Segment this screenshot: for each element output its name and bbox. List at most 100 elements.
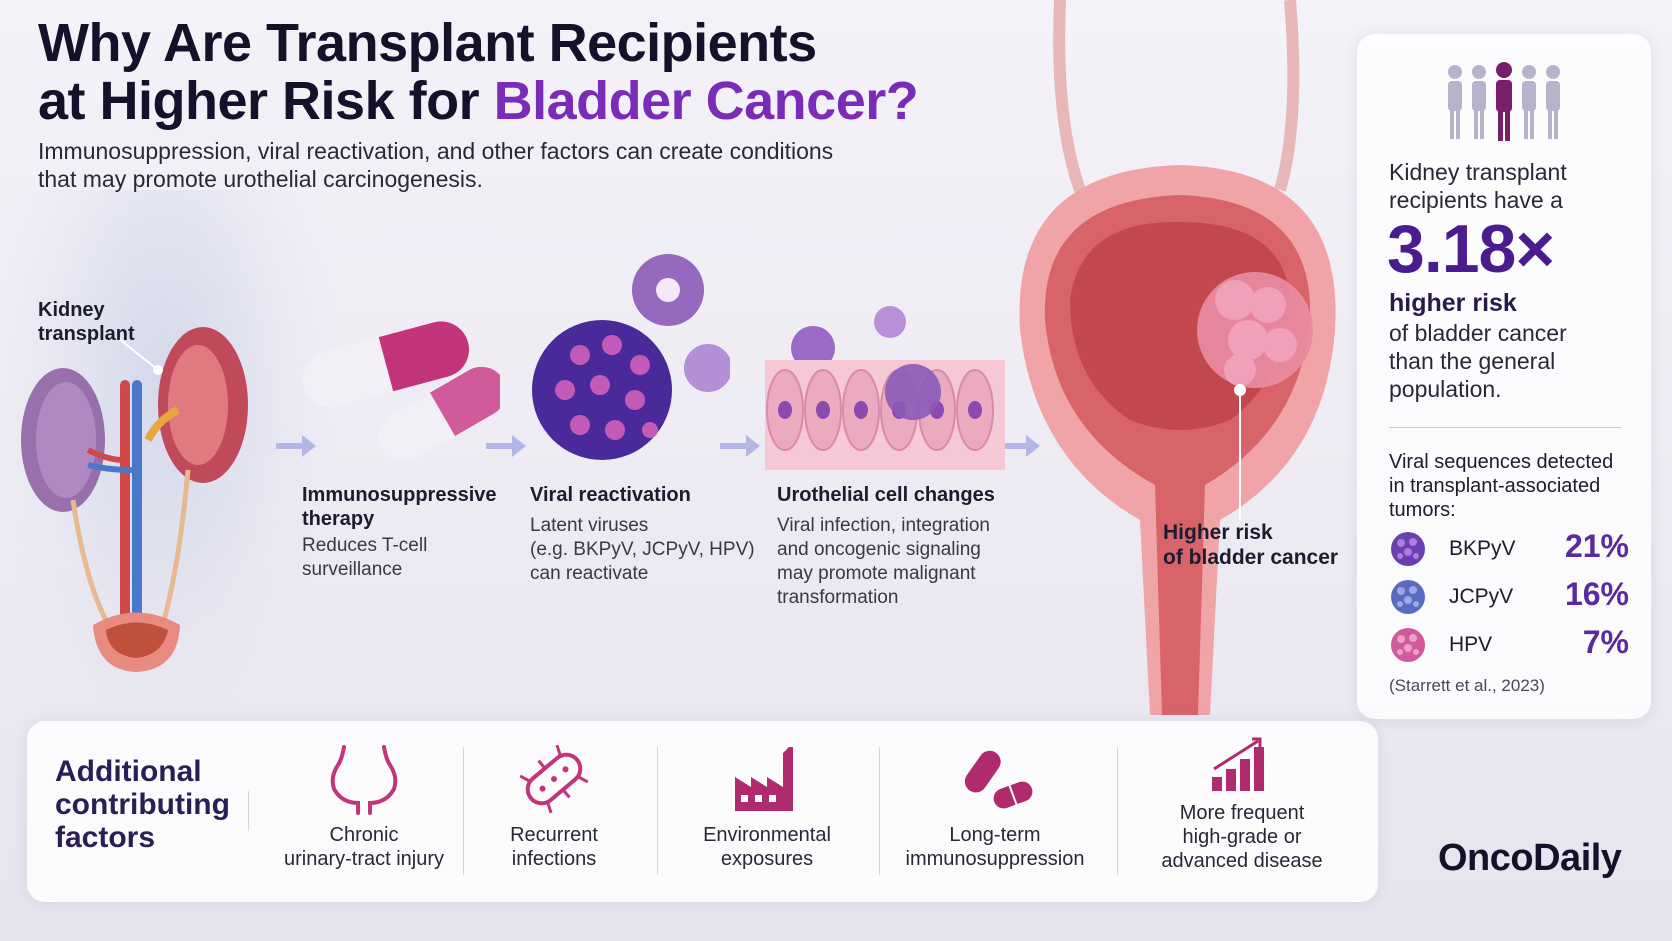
virus-percent: 7% [1582,624,1629,660]
factor-advanced-disease: More frequent high-grade or advanced dis… [1137,737,1347,873]
risk-label-line-2: of bladder cancer [1163,546,1339,569]
jcpyv-virus-icon [1391,580,1425,614]
higher-risk-label: Higher risk of bladder cancer [1163,520,1338,570]
step-2-desc-line-3: can reactivate [530,563,649,584]
stat-rest-line-1: of bladder cancer [1389,320,1567,346]
risk-stat-card: Kidney transplant recipients have a 3.18… [1357,34,1651,719]
virus-name: BKPyV [1449,537,1516,560]
step-1-desc-line-2: surveillance [302,559,403,580]
factor-label-line-1: Chronic [329,824,399,846]
factor-label-line-1: Long-term [949,824,1041,846]
factors-title-line-2: contributing [55,788,230,821]
contributing-factors-panel: Additional contributing factors Chronic … [27,721,1378,902]
bacteria-icon [519,744,589,814]
factor-urinary-injury: Chronic urinary-tract injury [259,743,469,871]
factors-title: Additional contributing factors [55,755,230,854]
virus-illustration [532,254,730,460]
stat-lead-line-2: recipients have a [1389,187,1563,213]
step-3-description: Viral infection, integration and oncogen… [777,514,990,610]
flow-arrow-4 [1000,435,1040,457]
bar-chart-icon [1212,737,1264,791]
pill-icon [964,750,1033,809]
separator [1117,747,1118,875]
stat-lead-text: Kidney transplant recipients have a [1389,158,1629,214]
step-2-title-line-1: Viral reactivation [530,484,691,506]
step-3-desc-line-1: Viral infection, integration [777,515,990,536]
factor-label-line-2: high-grade or [1182,826,1302,848]
risk-multiplier: 3.18× [1387,211,1555,287]
factor-label-line-2: infections [511,848,597,870]
step-3-title: Urothelial cell changes [777,483,995,507]
bladder-illustration [1019,0,1336,715]
factor-label-line-3: advanced disease [1161,850,1323,872]
step-1-desc-line-1: Reduces T-cell [302,535,428,556]
virus-row-bkpyv: BKPyV 21% [1389,528,1629,570]
step-2-title: Viral reactivation [530,483,691,507]
factor-label-line-1: Environmental [703,824,831,846]
page-subtitle: Immunosuppression, viral reactivation, a… [38,137,938,193]
viral-head-line-2: in transplant-associated [1389,475,1601,497]
virus-name: HPV [1449,633,1493,656]
flow-arrow-3 [720,435,760,457]
step-1-title-line-1: Immunosuppressive [302,484,497,506]
stat-rest-line-2: than the general [1389,348,1556,374]
stat-rest-text: of bladder cancer than the general popul… [1389,319,1639,403]
step-2-desc-line-2: (e.g. BKPyV, JCPyV, HPV) [530,539,755,560]
step-1-title: Immunosuppressive therapy [302,483,497,531]
factor-label-line-2: urinary-tract injury [283,848,445,870]
virus-percent: 21% [1564,528,1629,564]
factor-infections: Recurrent infections [479,743,629,871]
page-title: Why Are Transplant Recipients at Higher … [38,14,1018,130]
factors-title-line-3: factors [55,821,156,854]
factor-label: Environmental exposures [667,823,867,871]
factor-long-term-immunosuppression: Long-term immunosuppression [895,743,1095,871]
step-3-title-line-1: Urothelial cell changes [777,484,995,506]
urothelial-cells-illustration [765,306,1005,470]
separator [879,747,880,875]
kidney-label-line-2: transplant [38,323,135,345]
step-3-desc-line-3: may promote malignant [777,563,976,584]
factor-label: Chronic urinary-tract injury [259,823,469,871]
factor-label: Long-term immunosuppression [895,823,1095,871]
factors-title-line-1: Additional [55,755,202,788]
bladder-icon [330,745,398,815]
factor-environmental: Environmental exposures [667,743,867,871]
factor-label-line-2: immunosuppression [905,848,1085,870]
separator [657,747,658,875]
stat-bold-text: higher risk [1389,289,1517,317]
step-2-description: Latent viruses (e.g. BKPyV, JCPyV, HPV) … [530,514,755,586]
virus-row-hpv: HPV 7% [1389,624,1629,666]
viral-sequences-heading: Viral sequences detected in transplant-a… [1389,450,1634,522]
flow-arrow-2 [486,435,526,457]
factor-label-line-2: exposures [720,848,814,870]
title-line-2: at Higher Risk for [38,71,494,131]
step-2-desc-line-1: Latent viruses [530,515,649,536]
kidney-illustration [21,327,248,672]
virus-percent: 16% [1564,576,1629,612]
virus-row-jcpyv: JCPyV 16% [1389,576,1629,618]
subtitle-line-1: Immunosuppression, viral reactivation, a… [38,138,834,164]
factory-icon [735,747,793,811]
risk-label-line-1: Higher risk [1163,521,1273,544]
brand-logo: OncoDaily [1438,837,1622,879]
viral-head-line-1: Viral sequences detected [1389,451,1614,473]
kidney-transplant-label: Kidney transplant [38,298,135,346]
factor-label-line-1: More frequent [1179,802,1305,824]
people-icon [1448,62,1560,141]
pills-illustration [302,321,500,460]
hpv-virus-icon [1391,628,1425,662]
step-1-title-line-2: therapy [302,508,375,530]
factor-label: Recurrent infections [479,823,629,871]
virus-name: JCPyV [1449,585,1514,608]
kidney-label-line-1: Kidney [38,299,105,321]
subtitle-line-2: that may promote urothelial carcinogenes… [38,166,483,192]
viral-head-line-3: tumors: [1389,499,1456,521]
step-1-description: Reduces T-cell surveillance [302,534,427,582]
step-3-desc-line-2: and oncogenic signaling [777,539,981,560]
flow-arrow-1 [276,435,316,457]
factor-label-line-1: Recurrent [510,824,598,846]
title-line-1: Why Are Transplant Recipients [38,13,817,73]
stat-lead-line-1: Kidney transplant [1389,159,1567,185]
card-divider [1389,427,1621,428]
stat-rest-line-3: population. [1389,376,1502,402]
